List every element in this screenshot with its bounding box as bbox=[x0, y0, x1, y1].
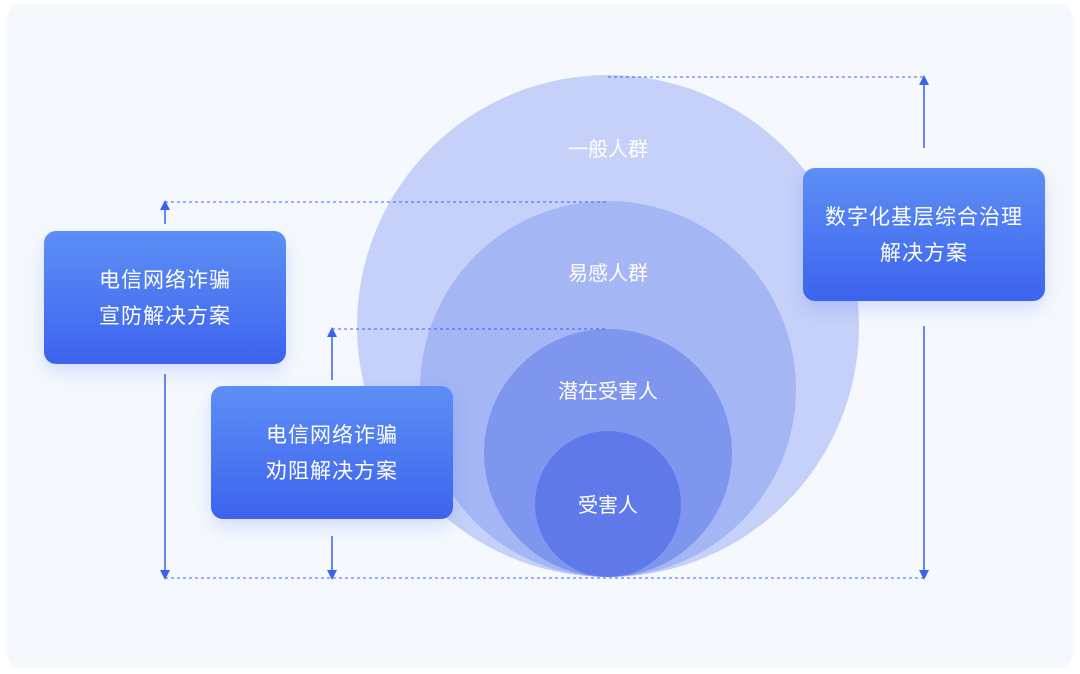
susceptible-population-label: 易感人群 bbox=[568, 261, 648, 285]
general-population-label: 一般人群 bbox=[568, 137, 648, 161]
victims-label: 受害人 bbox=[578, 493, 638, 517]
governance-solution-box[interactable]: 数字化基层综合治理 解决方案 bbox=[803, 168, 1045, 301]
potential-victims-label: 潜在受害人 bbox=[558, 379, 658, 403]
governance-solution-line2: 解决方案 bbox=[880, 240, 968, 265]
governance-solution-line1: 数字化基层综合治理 bbox=[825, 204, 1023, 229]
prevention-solution-box[interactable]: 电信网络诈骗 宣防解决方案 bbox=[44, 231, 286, 364]
victims-circle bbox=[535, 431, 681, 577]
prevention-solution-line2: 宣防解决方案 bbox=[99, 303, 231, 328]
dissuasion-solution-line2: 劝阻解决方案 bbox=[266, 458, 398, 483]
dissuasion-solution-line1: 电信网络诈骗 bbox=[266, 422, 398, 447]
dissuasion-solution-box[interactable]: 电信网络诈骗 劝阻解决方案 bbox=[211, 386, 453, 519]
prevention-solution-line1: 电信网络诈骗 bbox=[99, 267, 231, 292]
